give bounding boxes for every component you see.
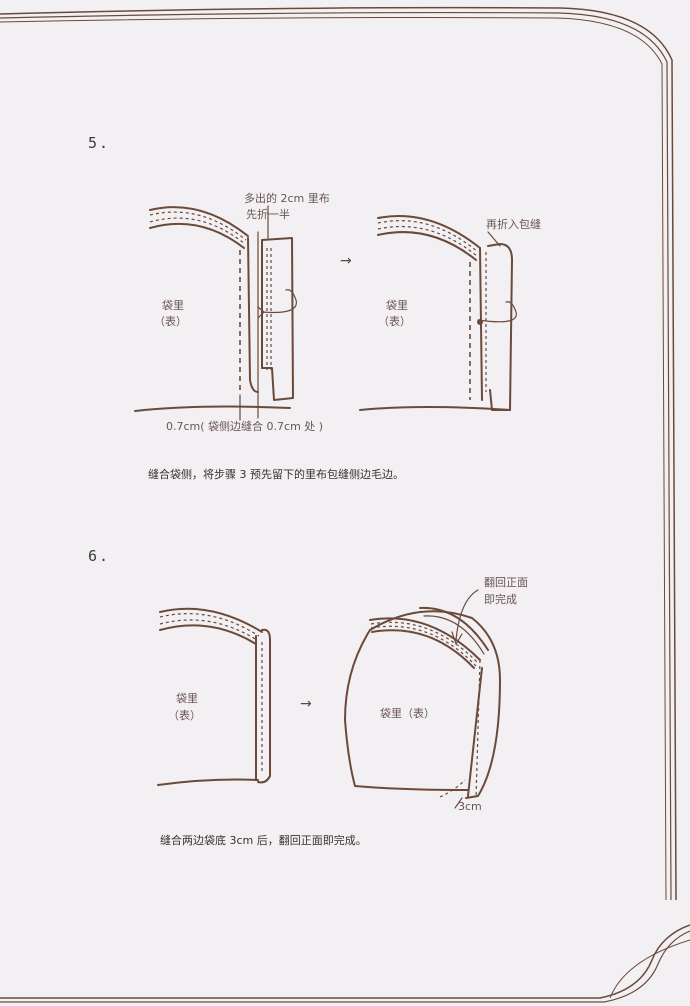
step-5-bag-inside-left-face: （表） (154, 315, 187, 328)
step-6-bag-inside-left: 袋里 (176, 692, 198, 705)
step-5-arrow: → (340, 253, 352, 269)
step-6-bottom-width: 3cm (458, 800, 482, 813)
step-5-caption: 缝合袋侧，将步骤 3 预先留下的里布包缝侧边毛边。 (148, 468, 404, 481)
step-5-bag-inside-right-face: （表） (378, 315, 411, 328)
step-5-extra-lining-label: 多出的 2cm 里布 (244, 192, 330, 205)
step-5-bag-inside-right: 袋里 (386, 299, 408, 312)
step-5-seam-note: 0.7cm( 袋侧边缝合 0.7cm 处 ) (166, 420, 324, 433)
step-5-fold-again-label: 再折入包缝 (486, 218, 541, 231)
step-6-turn-label: 翻回正面 (484, 576, 528, 589)
step-6-complete-label: 即完成 (484, 593, 517, 606)
step-5-number: 5. (88, 134, 111, 152)
step-6-bag-inside-left-face: （表） (168, 709, 201, 722)
step-6-caption: 缝合两边袋底 3cm 后，翻回正面即完成。 (160, 834, 367, 847)
step-5-bag-inside-left: 袋里 (162, 299, 184, 312)
step-6-number: 6. (88, 547, 111, 565)
step-6-arrow: → (300, 696, 312, 712)
step-6-bag-inside-right: 袋里（表） (380, 707, 435, 720)
step-5-fold-half-label: 先折一半 (246, 208, 290, 221)
